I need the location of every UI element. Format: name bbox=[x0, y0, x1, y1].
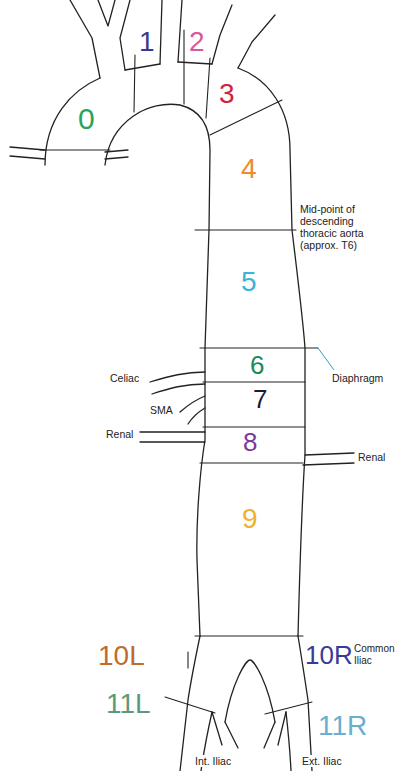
zone-number: 10R bbox=[305, 642, 353, 668]
zone-number: 8 bbox=[243, 429, 257, 455]
zone-number: 6 bbox=[250, 352, 264, 378]
vessel-wall bbox=[212, 712, 222, 745]
vessel-label: Common Iliac bbox=[354, 643, 398, 666]
vessel-wall bbox=[178, 0, 182, 62]
zone-number: 2 bbox=[189, 28, 205, 56]
vessel-wall bbox=[225, 722, 238, 748]
vessel-branch bbox=[140, 441, 205, 442]
zone-boundaries bbox=[40, 30, 318, 714]
zone-line bbox=[195, 635, 303, 636]
vessel-wall bbox=[264, 722, 275, 748]
vessel-label: Ext. Iliac bbox=[300, 755, 344, 767]
tick-mark bbox=[187, 652, 188, 668]
vessel-stub bbox=[105, 157, 128, 159]
vessel-wall bbox=[212, 5, 232, 64]
zone-number: 11R bbox=[318, 712, 367, 740]
vessel-wall bbox=[98, 0, 115, 26]
vessel-label: Renal bbox=[358, 451, 385, 463]
aorta-outline bbox=[10, 0, 354, 771]
zone-number: 1 bbox=[139, 28, 155, 56]
zone-line bbox=[203, 381, 305, 382]
vessel-wall bbox=[286, 712, 291, 771]
zone-line bbox=[183, 30, 184, 104]
zone-number: 11L bbox=[106, 690, 151, 718]
vessel-wall bbox=[105, 104, 210, 636]
zone-line bbox=[206, 58, 210, 118]
leader-line bbox=[318, 348, 334, 370]
zone-number: 4 bbox=[241, 155, 257, 183]
vessel-branch bbox=[303, 463, 354, 465]
zone-line bbox=[195, 229, 296, 230]
vessel-branch bbox=[188, 408, 205, 424]
anatomic-note: Mid-point of descending thoracic aorta (… bbox=[300, 203, 376, 251]
zone-number: 5 bbox=[241, 268, 257, 296]
vessel-wall bbox=[225, 660, 275, 722]
zone-line bbox=[200, 462, 303, 463]
vessel-wall bbox=[70, 0, 100, 78]
vessel-wall bbox=[160, 0, 162, 64]
vessel-stub bbox=[10, 156, 45, 159]
zone-line bbox=[265, 702, 312, 714]
vessel-branch bbox=[150, 372, 205, 382]
anatomic-label: Diaphragm bbox=[332, 372, 383, 384]
zone-number: 3 bbox=[219, 80, 235, 108]
zone-line bbox=[40, 149, 110, 150]
vessel-branch bbox=[152, 384, 205, 394]
vessel-wall bbox=[238, 68, 305, 636]
vessel-label: Celiac bbox=[110, 372, 139, 384]
vessel-wall bbox=[45, 78, 100, 165]
vessel-wall bbox=[278, 712, 286, 745]
vessel-wall bbox=[180, 636, 200, 771]
vessel-label: SMA bbox=[150, 404, 173, 416]
vessel-label: Renal bbox=[106, 428, 133, 440]
vessel-wall bbox=[238, 15, 275, 68]
zone-number: 9 bbox=[242, 505, 258, 533]
vessel-label: Int. Iliac bbox=[193, 755, 233, 767]
vessel-wall bbox=[120, 0, 130, 70]
zone-line bbox=[165, 697, 215, 713]
zone-line bbox=[203, 426, 305, 427]
zone-number: 7 bbox=[253, 386, 267, 412]
vessel-branch bbox=[305, 453, 354, 455]
vessel-branch bbox=[140, 431, 205, 432]
zone-line bbox=[200, 347, 318, 348]
zone-line bbox=[134, 55, 135, 112]
zone-number: 10L bbox=[98, 642, 145, 670]
vessel-wall bbox=[178, 62, 212, 64]
zone-number: 0 bbox=[78, 104, 95, 134]
vessel-wall bbox=[125, 64, 160, 70]
